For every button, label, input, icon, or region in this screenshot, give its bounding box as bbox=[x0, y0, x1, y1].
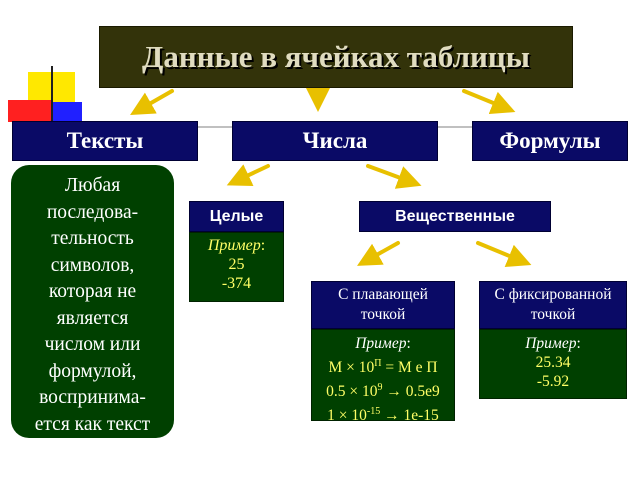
category-texts: Тексты bbox=[12, 121, 198, 161]
floating-example-line: 0.5 × 109 → 0.5е9 bbox=[312, 378, 454, 402]
integers-value: -374 bbox=[221, 275, 252, 292]
text-description-line: Любая bbox=[64, 175, 121, 196]
integers-label: Целые bbox=[189, 201, 284, 232]
floating-point-label: С плавающей точкой bbox=[311, 281, 455, 329]
floating-example-line: 1 × 10-15 → 1е-15 bbox=[312, 402, 454, 426]
floating-example-text: 0.5 × 10 bbox=[326, 383, 378, 401]
fixed-example-label-line: Пример: bbox=[480, 334, 626, 353]
decorative-blue-square bbox=[52, 102, 82, 122]
text-description-line: числом или bbox=[44, 334, 141, 355]
floating-example-label-line: Пример: bbox=[312, 334, 454, 354]
integers-example-box: Пример: 25 -374 bbox=[189, 232, 284, 302]
integers-value: 25 bbox=[228, 256, 245, 273]
category-numbers: Числа bbox=[232, 121, 438, 161]
category-formulas: Формулы bbox=[472, 121, 628, 161]
floating-example-label: Пример bbox=[355, 335, 407, 352]
integers-example-label-line: Пример: bbox=[190, 236, 283, 255]
arrow-title-to-texts bbox=[130, 89, 174, 115]
floating-example-text: 1 × 10 bbox=[327, 407, 367, 425]
floating-example-text: M × 10 bbox=[328, 359, 375, 377]
floating-point-example-box: Пример: M × 10П = M е П 0.5 × 109 → 0.5е… bbox=[311, 329, 455, 424]
fixed-example-value: 25.34 bbox=[535, 354, 571, 371]
floating-example-line: M × 10П = M е П bbox=[312, 354, 454, 378]
integers-example-colon: : bbox=[260, 237, 266, 254]
floating-point-label-line: С плавающей bbox=[338, 286, 428, 303]
text-description-line: которая не bbox=[48, 281, 137, 302]
arrow-reals-to-floating bbox=[357, 241, 400, 266]
integers-example-label: Пример bbox=[207, 237, 261, 254]
fixed-example-value: -5.92 bbox=[536, 373, 570, 390]
fixed-point-label: С фиксированной точкой bbox=[479, 281, 627, 329]
arrow-title-to-formulas bbox=[462, 89, 516, 115]
text-description-line: является bbox=[56, 307, 129, 329]
floating-example-text: → 0.5е9 bbox=[382, 383, 440, 401]
fixed-example-colon: : bbox=[576, 335, 581, 352]
fixed-point-example-box: Пример: 25.34 -5.92 bbox=[479, 329, 627, 399]
fixed-point-label-line: точкой bbox=[530, 306, 576, 323]
fixed-point-label-line: С фиксированной bbox=[494, 286, 612, 303]
text-description-line: символов, bbox=[50, 254, 135, 276]
floating-example-colon: : bbox=[406, 335, 411, 352]
floating-example-text: → 1е-15 bbox=[380, 407, 439, 425]
floating-example-text: = M е П bbox=[381, 359, 438, 377]
floating-example-exponent: -15 bbox=[366, 406, 381, 418]
arrow-reals-to-fixed bbox=[476, 241, 532, 267]
text-description-line: формулой, bbox=[48, 360, 137, 382]
floating-point-label-line: точкой bbox=[360, 306, 406, 323]
arrow-numbers-to-integers bbox=[226, 164, 270, 187]
text-description-line: последова- bbox=[46, 201, 139, 223]
fixed-example-label: Пример bbox=[525, 335, 577, 352]
floating-example-exponent: 9 bbox=[377, 382, 383, 394]
text-description-box: Любая последова- тельность символов, кот… bbox=[11, 165, 174, 438]
reals-label: Вещественные bbox=[359, 201, 551, 232]
text-description-line: воспринима- bbox=[39, 387, 146, 408]
decorative-red-square bbox=[8, 100, 52, 122]
decorative-vertical-line bbox=[51, 66, 53, 134]
text-description-line: тельность bbox=[51, 228, 134, 249]
diagram-title: Данные в ячейках таблицы bbox=[99, 26, 573, 88]
arrow-numbers-to-reals bbox=[366, 164, 422, 189]
text-description-line: ется как текст bbox=[34, 413, 151, 435]
floating-example-exponent: П bbox=[374, 358, 382, 369]
